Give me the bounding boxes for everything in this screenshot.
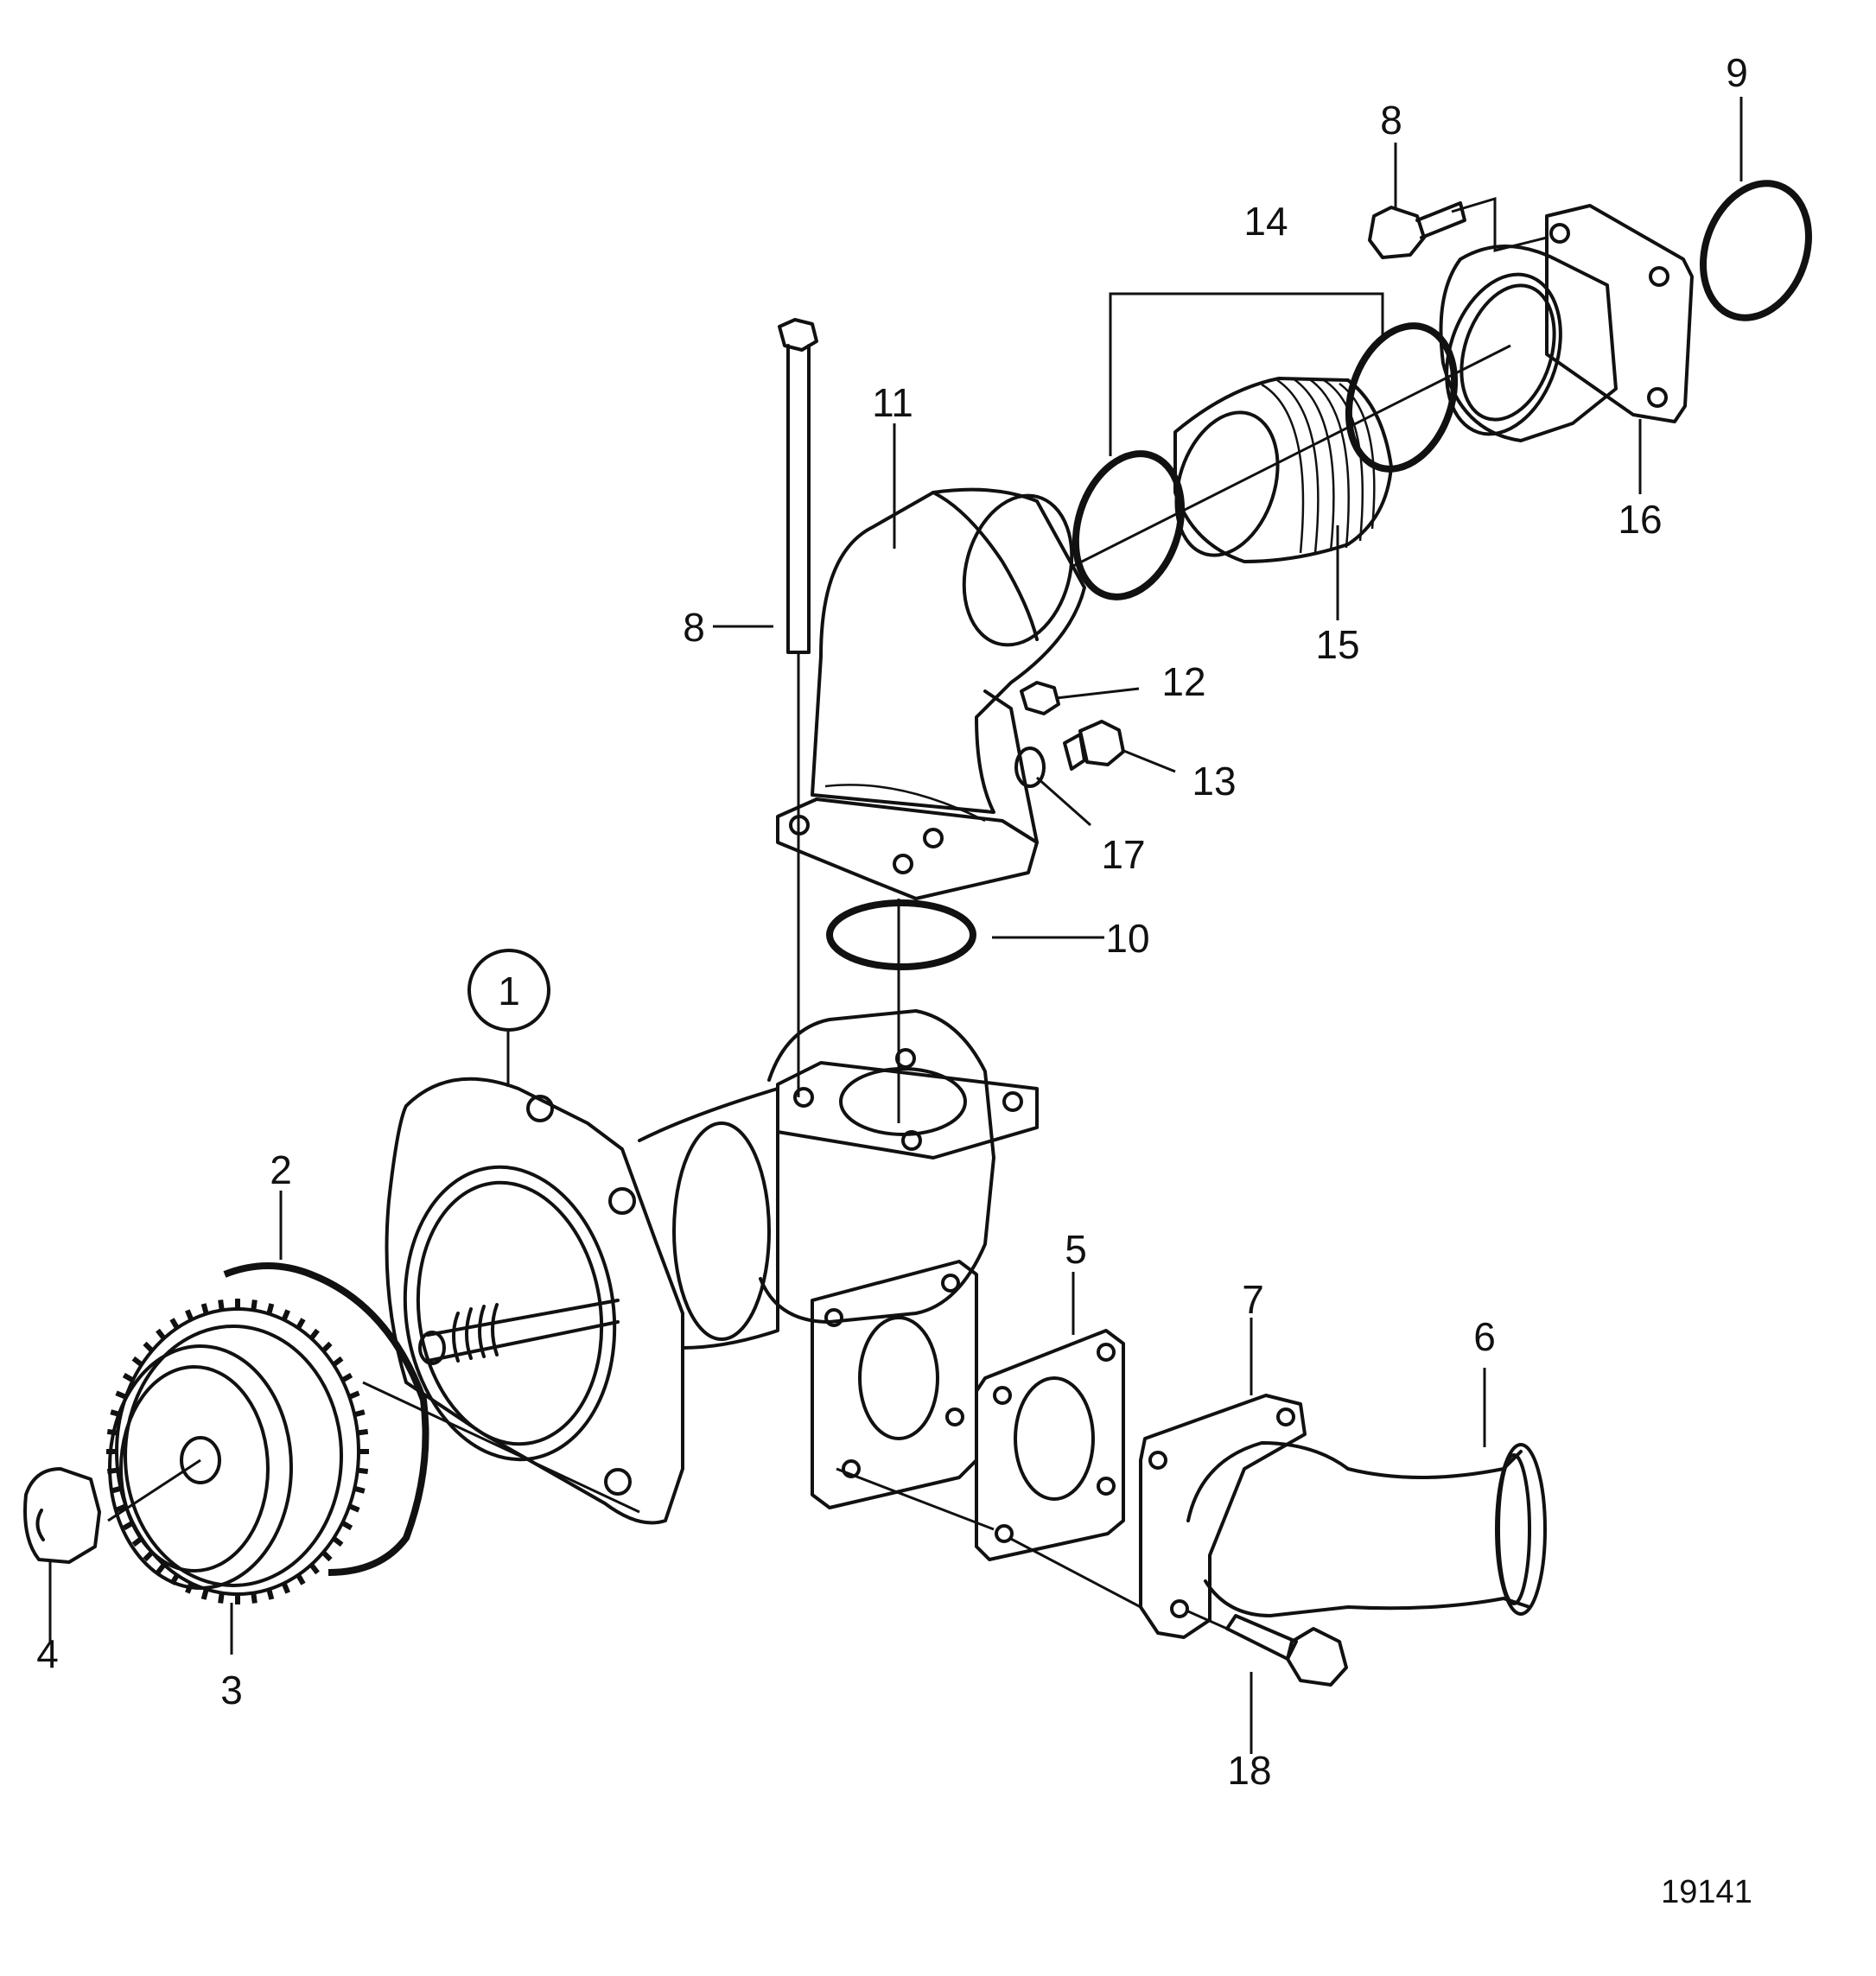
callout-7: 7 bbox=[1242, 1277, 1264, 1322]
part-8-bolt-upper-right bbox=[1368, 201, 1466, 259]
callout-16: 16 bbox=[1618, 497, 1662, 542]
gear-tooth bbox=[251, 1299, 258, 1311]
part-18-bolt bbox=[1225, 1614, 1348, 1687]
gear-tooth bbox=[281, 1309, 290, 1321]
part-9-o-ring bbox=[1700, 180, 1812, 321]
part-3-gear bbox=[106, 1299, 369, 1604]
gear-tooth bbox=[348, 1503, 360, 1513]
callout-12: 12 bbox=[1161, 659, 1205, 704]
gear-tooth bbox=[110, 1409, 122, 1418]
part-14-o-rings bbox=[1072, 322, 1459, 600]
gear-tooth bbox=[357, 1428, 369, 1436]
gear-tooth bbox=[308, 1563, 320, 1575]
assembly-axis-lines bbox=[107, 196, 1548, 1630]
part-12-plug bbox=[1020, 681, 1060, 715]
gear-tooth bbox=[110, 1485, 122, 1494]
part-10-o-ring bbox=[826, 899, 976, 970]
gear-tooth bbox=[266, 1588, 275, 1600]
gear-tooth bbox=[251, 1592, 258, 1604]
gear-tooth bbox=[156, 1328, 167, 1340]
callout-8-right: 8 bbox=[1380, 98, 1402, 143]
part-6-outlet-pipe bbox=[1186, 1441, 1547, 1617]
gear-tooth bbox=[122, 1520, 135, 1531]
gear-tooth bbox=[169, 1318, 180, 1330]
gear-tooth bbox=[106, 1467, 118, 1475]
gear-tooth bbox=[106, 1428, 118, 1436]
part-2-o-ring bbox=[223, 1262, 429, 1576]
callout-labels: 2 3 4 5 6 7 8 8 9 10 11 12 13 14 15 16 1… bbox=[36, 50, 1748, 1793]
gear-tooth bbox=[115, 1503, 127, 1513]
gear-tooth bbox=[296, 1318, 306, 1330]
gear-tooth bbox=[340, 1520, 353, 1531]
part-16-flange-sleeve bbox=[1439, 204, 1694, 442]
callout-2: 2 bbox=[270, 1147, 292, 1192]
callout-13: 13 bbox=[1192, 759, 1236, 804]
gear-tooth bbox=[218, 1592, 225, 1604]
callout-9: 9 bbox=[1726, 50, 1748, 95]
part-13-drain-plug bbox=[1063, 720, 1125, 771]
part-4-nut bbox=[23, 1467, 101, 1564]
callout-10: 10 bbox=[1105, 916, 1149, 961]
gear-tooth bbox=[200, 1588, 209, 1600]
gear-tooth bbox=[281, 1582, 290, 1594]
part-5-gasket bbox=[975, 1329, 1125, 1561]
gear-tooth bbox=[122, 1372, 135, 1383]
gear-tooth bbox=[115, 1390, 127, 1400]
gear-tooth bbox=[169, 1573, 180, 1585]
gear-tooth bbox=[353, 1485, 366, 1494]
gear-tooth bbox=[353, 1409, 366, 1418]
gear-tooth bbox=[348, 1390, 360, 1400]
leader-lines bbox=[48, 97, 1743, 1754]
gear-tooth bbox=[332, 1356, 344, 1367]
gear-tooth bbox=[296, 1573, 306, 1585]
gear-tooth bbox=[143, 1341, 155, 1353]
assembly-callout-1: 1 bbox=[467, 949, 550, 1032]
callout-18: 18 bbox=[1227, 1748, 1271, 1793]
callout-6: 6 bbox=[1473, 1314, 1496, 1359]
callout-3: 3 bbox=[220, 1668, 243, 1712]
gear-tooth bbox=[185, 1309, 194, 1321]
gear-tooth bbox=[200, 1303, 209, 1315]
gear-tooth bbox=[266, 1303, 275, 1315]
gear-tooth bbox=[357, 1467, 369, 1475]
gear-tooth bbox=[332, 1536, 344, 1547]
callout-1-label: 1 bbox=[498, 969, 520, 1013]
gear-tooth bbox=[340, 1372, 353, 1383]
gear-tooth bbox=[131, 1536, 143, 1547]
callout-8-left: 8 bbox=[683, 605, 705, 650]
gear-tooth bbox=[156, 1563, 167, 1575]
part-8-bolt-left bbox=[778, 318, 818, 654]
gear-tooth bbox=[321, 1341, 333, 1353]
gear-tooth bbox=[131, 1356, 143, 1367]
callout-15: 15 bbox=[1315, 622, 1359, 667]
callout-5: 5 bbox=[1065, 1227, 1087, 1272]
figure-number: 19141 bbox=[1661, 1874, 1752, 1910]
part-17-washer bbox=[1014, 747, 1046, 788]
gear-tooth bbox=[143, 1550, 155, 1562]
part-15-bellows bbox=[1173, 377, 1393, 563]
part-11-elbow bbox=[776, 487, 1086, 900]
part-1-pump-housing bbox=[385, 1009, 1039, 1525]
gear-tooth bbox=[185, 1582, 194, 1594]
gear-tooth bbox=[308, 1328, 320, 1340]
callout-14: 14 bbox=[1243, 199, 1288, 244]
callout-11: 11 bbox=[872, 380, 913, 425]
gear-tooth bbox=[321, 1550, 333, 1562]
callout-4: 4 bbox=[36, 1631, 59, 1676]
callout-17: 17 bbox=[1101, 832, 1145, 877]
gear-tooth bbox=[218, 1299, 225, 1311]
